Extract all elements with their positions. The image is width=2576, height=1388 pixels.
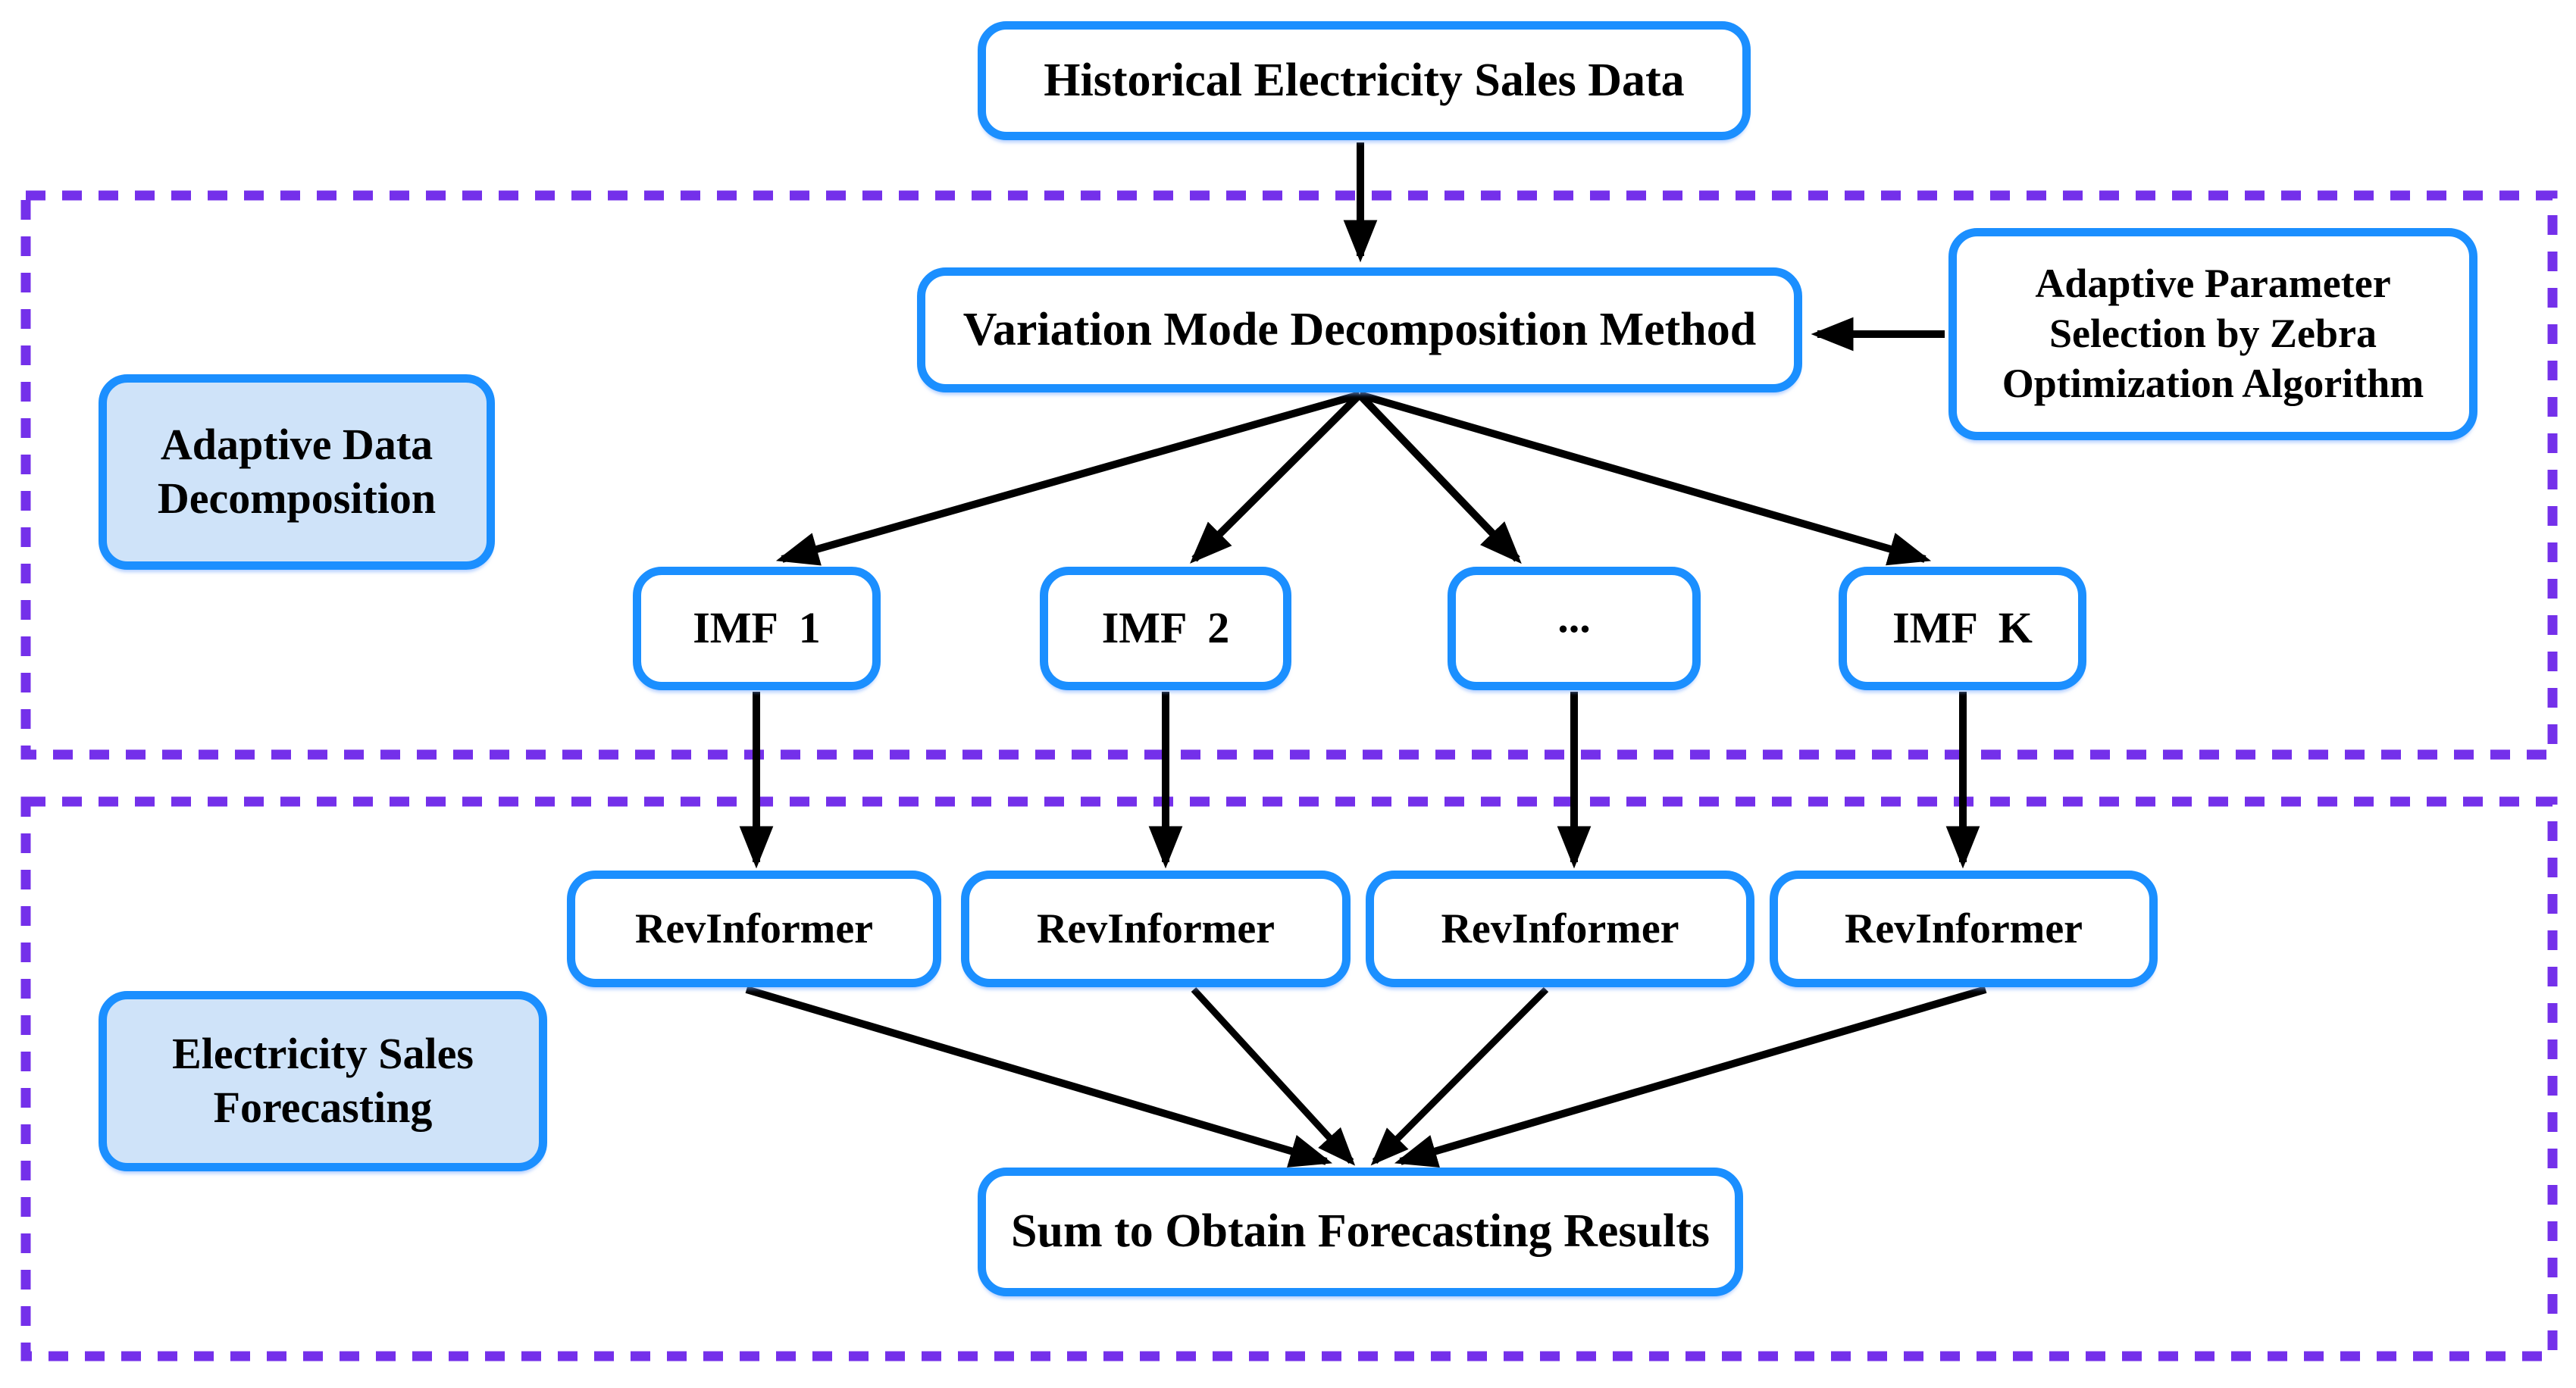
node-imf-ellipsis: ...: [1448, 567, 1701, 690]
node-imf-k-label: IMF K: [1892, 603, 2033, 653]
node-revinformer-2: RevInformer: [961, 871, 1351, 987]
node-imf-ellipsis-label: ...: [1557, 592, 1591, 642]
node-historical-data-label: Historical Electricity Sales Data: [1044, 54, 1685, 106]
node-revinformer-4-label: RevInformer: [1844, 905, 2083, 952]
node-revinformer-4: RevInformer: [1770, 871, 2158, 987]
arrow-vmd-to-dots: [1357, 392, 1522, 564]
arrow-rev2-to-sum: [1191, 986, 1356, 1166]
stage2-container-border: [20, 796, 2558, 1361]
node-zebra-optimization-label: Adaptive Parameter Selection by Zebra Op…: [2002, 261, 2424, 406]
node-historical-data: Historical Electricity Sales Data: [978, 21, 1751, 140]
arrow-vmd-to-imf1: [775, 391, 1361, 566]
node-revinformer-1-label: RevInformer: [634, 905, 874, 952]
node-revinformer-3: RevInformer: [1366, 871, 1754, 987]
stage-label-adaptive-data-decomposition: Adaptive Data Decomposition: [99, 374, 495, 570]
arrow-rev4-to-sum: [1394, 986, 1987, 1168]
node-imf-2: IMF 2: [1040, 567, 1291, 690]
stage1-container-border: [20, 190, 2558, 760]
node-vmd-method: Variation Mode Decomposition Method: [917, 267, 1802, 392]
arrow-vmd-to-imf2: [1190, 392, 1363, 564]
stage1-label-text: Adaptive Data Decomposition: [157, 420, 437, 523]
arrow-vmd-to-imfk: [1358, 391, 1932, 566]
node-revinformer-3-label: RevInformer: [1441, 905, 1679, 952]
node-imf-2-label: IMF 2: [1101, 603, 1230, 653]
node-revinformer-1: RevInformer: [567, 871, 941, 987]
arrow-rev3-to-sum: [1370, 986, 1549, 1166]
node-sum-forecasting-results: Sum to Obtain Forecasting Results: [978, 1168, 1743, 1296]
node-revinformer-2-label: RevInformer: [1036, 905, 1275, 952]
node-imf-1-label: IMF 1: [693, 603, 821, 653]
stage-label-electricity-sales-forecasting: Electricity Sales Forecasting: [99, 991, 547, 1171]
node-imf-k: IMF K: [1839, 567, 2086, 690]
node-sum-forecasting-results-label: Sum to Obtain Forecasting Results: [1010, 1205, 1710, 1258]
stage2-label-text: Electricity Sales Forecasting: [172, 1029, 474, 1132]
node-vmd-method-label: Variation Mode Decomposition Method: [962, 303, 1757, 355]
node-imf-1: IMF 1: [633, 567, 881, 690]
arrow-rev1-to-sum: [745, 986, 1333, 1168]
node-zebra-optimization: Adaptive Parameter Selection by Zebra Op…: [1948, 228, 2477, 440]
